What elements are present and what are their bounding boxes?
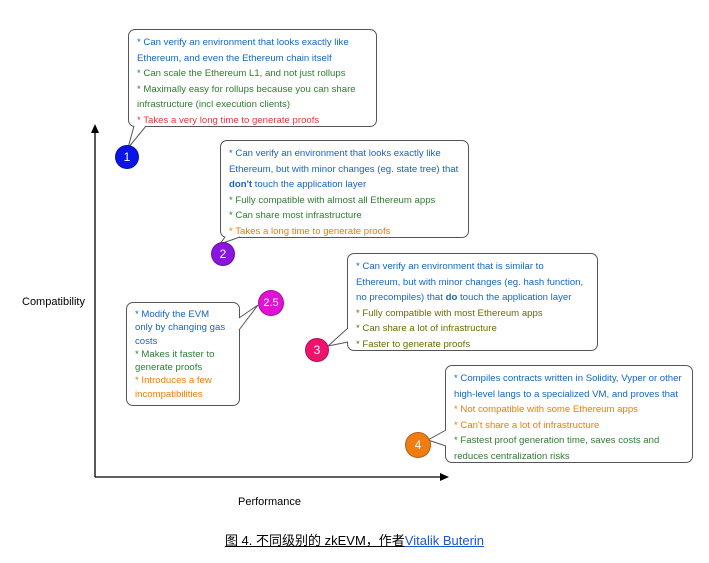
type4-line: high-level langs to a specialized VM, an…: [454, 388, 678, 400]
type25-line: * Modify the EVM: [135, 309, 210, 320]
type3-bold-word: do: [445, 292, 458, 303]
type3-tail: [326, 327, 349, 347]
type3-line-pre: no precompiles) that: [356, 292, 446, 303]
type25-line: generate proofs: [135, 362, 203, 374]
type25-bubble: * Modify the EVM only by changing gas co…: [126, 302, 240, 406]
type2-line: Ethereum, but with minor changes (eg. st…: [229, 163, 459, 175]
type4-line: * Can't share a lot of infrastructure: [454, 419, 600, 431]
type4-bubble: * Compiles contracts written in Solidity…: [445, 365, 693, 463]
type3-line: * Faster to generate proofs: [356, 338, 471, 350]
type2-line: * Fully compatible with almost all Ether…: [229, 194, 436, 206]
type4-line: * Not compatible with some Ethereum apps: [454, 404, 638, 415]
type25-line: * Introduces a few: [135, 375, 212, 387]
type2-line: * Can share most infrastructure: [229, 210, 362, 221]
caption-text: 图 4. 不同级别的 zkEVM，作者: [224, 533, 405, 548]
x-axis-label: Performance: [238, 496, 301, 508]
type4-line: reduces centralization risks: [454, 450, 570, 462]
type25-line: incompatibilities: [135, 388, 203, 400]
node-type-2-5: 2.5: [258, 290, 284, 316]
type2-bold-word: don't: [229, 179, 253, 190]
type1-line: infrastructure (incl execution clients): [137, 99, 291, 110]
type3-bubble: * Can verify an environment that is simi…: [347, 253, 598, 351]
node-type-1: 1: [115, 145, 139, 169]
node-type-4: 4: [405, 432, 431, 458]
type3-line: * Can verify an environment that is simi…: [356, 261, 544, 272]
y-axis-label: Compatibility: [22, 296, 85, 308]
type1-bubble: * Can verify an environment that looks e…: [128, 29, 377, 127]
node-type-2: 2: [211, 242, 235, 266]
type25-line: * Makes it faster to: [135, 348, 215, 360]
type2-line: * Can verify an environment that looks e…: [229, 148, 441, 159]
type1-line: * Can verify an environment that looks e…: [137, 37, 349, 48]
type1-line: * Can scale the Ethereum L1, and not jus…: [137, 68, 346, 79]
type2-bubble: * Can verify an environment that looks e…: [220, 140, 469, 238]
x-axis-arrow-icon: [440, 473, 449, 481]
type3-line: * Can share a lot of infrastructure: [356, 323, 497, 334]
node-type-3: 3: [305, 338, 329, 362]
type2-line: don't touch the application layer: [229, 177, 460, 193]
type25-line: only by changing gas: [135, 322, 226, 334]
y-axis-arrow-icon: [91, 124, 99, 133]
type2-line-rest: touch the application layer: [252, 179, 367, 190]
type3-line-rest: touch the application layer: [457, 292, 572, 303]
type1-line: * Maximally easy for rollups because you…: [137, 83, 356, 95]
type4-line: * Compiles contracts written in Solidity…: [454, 373, 682, 384]
figure-caption: 图 4. 不同级别的 zkEVM，作者Vitalik Buterin: [0, 530, 709, 549]
type3-line: no precompiles) that do touch the applic…: [356, 290, 589, 306]
type1-line: Ethereum, and even the Ethereum chain it…: [137, 52, 332, 64]
type25-tail: [238, 304, 259, 331]
type2-line: * Takes a long time to generate proofs: [229, 225, 391, 237]
type3-line: * Fully compatible with most Ethereum ap…: [356, 307, 543, 319]
type1-line: * Takes a very long time to generate pro…: [137, 114, 320, 126]
author-link[interactable]: Vitalik Buterin: [404, 533, 485, 548]
type4-line: * Fastest proof generation time, saves c…: [454, 435, 660, 446]
type3-line: Ethereum, but with minor changes (eg. ha…: [356, 276, 584, 288]
type25-line: costs: [135, 335, 158, 347]
